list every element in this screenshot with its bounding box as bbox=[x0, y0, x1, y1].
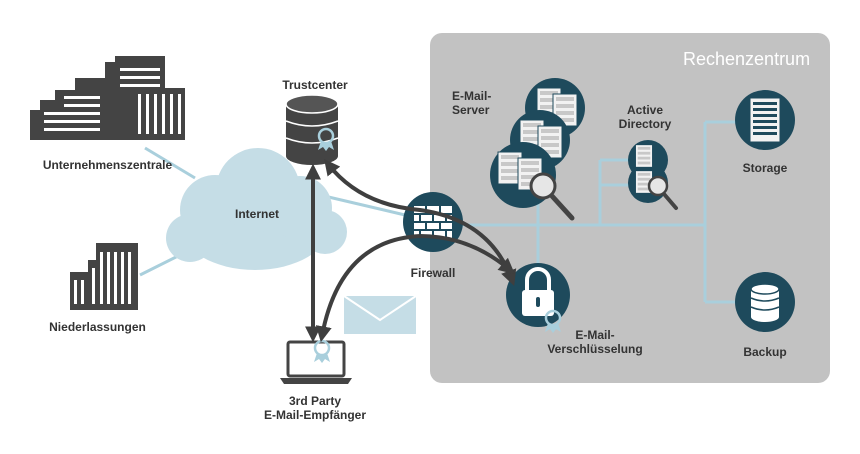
headquarters-building-icon bbox=[30, 56, 185, 140]
email-server-label: E-Mail- Server bbox=[452, 89, 492, 117]
envelope-icon bbox=[343, 295, 417, 334]
email-server-magnifier-icon bbox=[529, 172, 575, 221]
laptop-icon bbox=[280, 339, 352, 384]
email-encryption-lock-icon bbox=[506, 263, 570, 335]
trustcenter-database-icon bbox=[285, 94, 339, 165]
active-directory-icon bbox=[628, 140, 678, 210]
data-flow-arrows bbox=[305, 158, 517, 343]
encryption-label: E-Mail- Verschlüsselung bbox=[547, 328, 643, 356]
firewall-label: Firewall bbox=[410, 266, 456, 280]
datacenter-title: Rechenzentrum bbox=[683, 49, 811, 69]
branches-label: Niederlassungen bbox=[49, 320, 146, 334]
recipient-label: 3rd Party E-Mail-Empfänger bbox=[263, 394, 366, 422]
backup-label: Backup bbox=[743, 345, 787, 359]
storage-rack-icon bbox=[735, 90, 795, 150]
branches-building-icon bbox=[70, 243, 138, 310]
storage-label: Storage bbox=[742, 161, 788, 175]
trustcenter-label: Trustcenter bbox=[282, 78, 348, 92]
headquarters-label: Unternehmenszentrale bbox=[42, 158, 173, 172]
firewall-icon bbox=[403, 192, 463, 252]
magnifier-icon bbox=[647, 175, 669, 197]
backup-database-icon bbox=[735, 272, 795, 332]
active-directory-label: Active Directory bbox=[618, 103, 672, 131]
internet-label: Internet bbox=[234, 207, 279, 221]
